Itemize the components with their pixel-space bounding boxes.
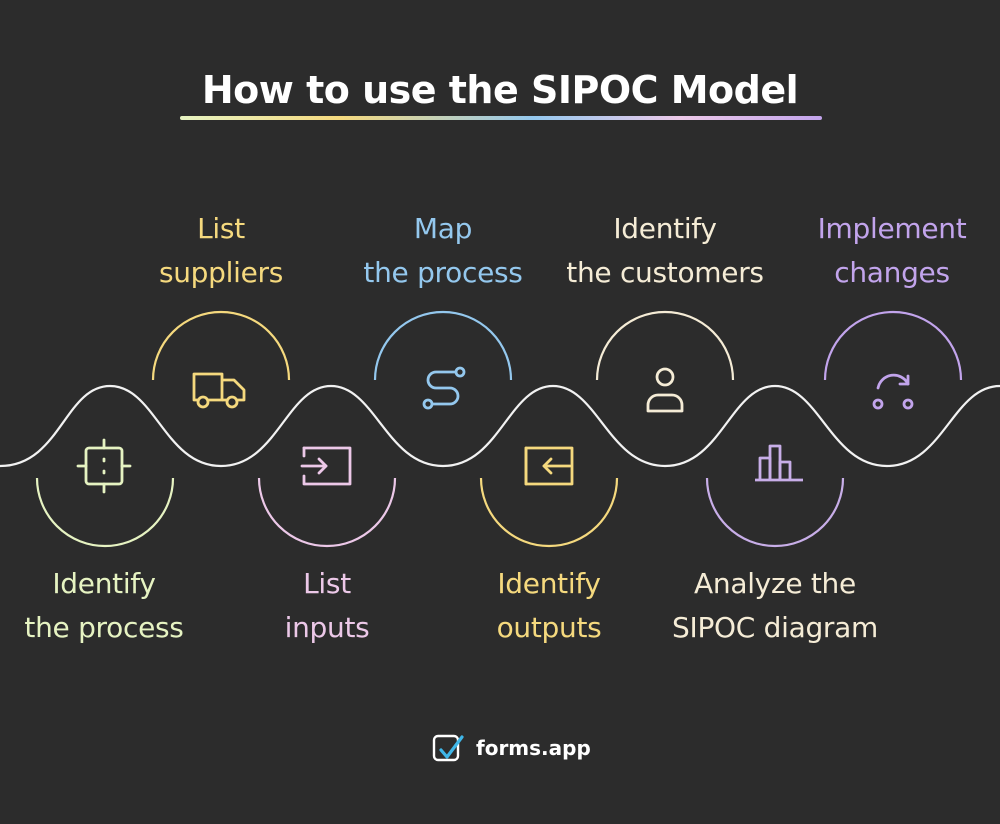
step-3-label-line1: List bbox=[303, 567, 351, 600]
step-3-arc bbox=[257, 477, 397, 548]
step-6-label-line1: Identify bbox=[613, 212, 717, 245]
step-2-label-line1: List bbox=[197, 212, 245, 245]
wave-line bbox=[0, 384, 1000, 468]
step-6-label-line2: the customers bbox=[566, 256, 764, 289]
title-underline bbox=[180, 116, 822, 120]
step-4-node bbox=[373, 310, 513, 410]
step-2-arc bbox=[151, 310, 291, 381]
route-icon bbox=[422, 366, 466, 410]
step-5-label-line2: outputs bbox=[496, 611, 602, 644]
step-1-label-line2: the process bbox=[24, 611, 184, 644]
step-3-label-line2: inputs bbox=[284, 611, 370, 644]
step-7-label-line2: SIPOC diagram bbox=[672, 611, 878, 644]
step-4-label-line2: the process bbox=[363, 256, 523, 289]
step-8-label-line2: changes bbox=[834, 256, 950, 289]
step-1-label-line1: Identify bbox=[52, 567, 156, 600]
forms-app-logo-icon bbox=[432, 734, 464, 762]
step-4-label: Map the process bbox=[343, 207, 543, 295]
step-6-node bbox=[595, 310, 735, 413]
step-8-arc bbox=[823, 310, 963, 381]
step-5-label-line1: Identify bbox=[497, 567, 601, 600]
step-4-label-line1: Map bbox=[413, 212, 473, 245]
step-5-node bbox=[479, 446, 619, 548]
step-2-node bbox=[151, 310, 291, 409]
step-3-node bbox=[257, 446, 397, 548]
brand-footer: forms.app bbox=[432, 733, 591, 763]
bar-chart-icon bbox=[755, 444, 803, 482]
step-1-node bbox=[35, 438, 175, 548]
step-5-arc bbox=[479, 477, 619, 548]
step-8-label: Implement changes bbox=[800, 207, 984, 295]
step-2-label: List suppliers bbox=[131, 207, 311, 295]
step-7-node bbox=[705, 444, 845, 548]
step-3-label: List inputs bbox=[237, 562, 417, 650]
input-arrow-icon bbox=[300, 446, 352, 486]
step-4-arc bbox=[373, 310, 513, 381]
step-1-label: Identify the process bbox=[14, 562, 194, 650]
step-6-label: Identify the customers bbox=[550, 207, 780, 295]
step-7-label-line1: Analyze the bbox=[694, 567, 856, 600]
output-arrow-icon bbox=[524, 446, 574, 486]
redo-icon bbox=[872, 373, 914, 410]
step-1-arc bbox=[35, 477, 175, 548]
step-7-arc bbox=[705, 477, 845, 548]
step-6-arc bbox=[595, 310, 735, 381]
step-8-node bbox=[823, 310, 963, 410]
page-title: How to use the SIPOC Model bbox=[201, 68, 799, 112]
step-7-label: Analyze the SIPOC diagram bbox=[660, 562, 890, 650]
step-5-label: Identify outputs bbox=[459, 562, 639, 650]
crosshair-icon bbox=[76, 438, 132, 494]
brand-name: forms.app bbox=[476, 736, 591, 760]
truck-icon bbox=[192, 372, 246, 409]
step-8-label-line1: Implement bbox=[817, 212, 967, 245]
step-2-label-line2: suppliers bbox=[158, 256, 284, 289]
user-icon bbox=[646, 367, 684, 413]
